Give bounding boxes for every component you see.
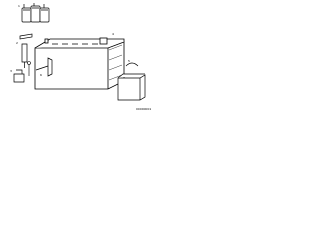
main-battery: [34, 37, 125, 90]
callout-labels: 1 2 3 4 5 6: [10, 4, 130, 77]
small-battery-right: [117, 62, 146, 101]
exploded-parts-diagram: 1 2 3 4 5 6 00000001: [10, 3, 151, 111]
bracket-part: [35, 57, 53, 77]
callout-5: 5: [128, 59, 130, 63]
holder-bottom-left: [13, 69, 25, 83]
callout-1: 1: [18, 4, 20, 8]
holddown-clamp-left: [19, 33, 33, 68]
callout-3: 3: [10, 69, 12, 73]
callout-6: 6: [40, 73, 42, 77]
callout-2: 2: [16, 41, 18, 45]
reference-code: 00000001: [136, 107, 151, 111]
screw-parts: [27, 61, 31, 76]
callout-4: 4: [112, 32, 114, 36]
battery-pack-top-left: [21, 3, 50, 23]
